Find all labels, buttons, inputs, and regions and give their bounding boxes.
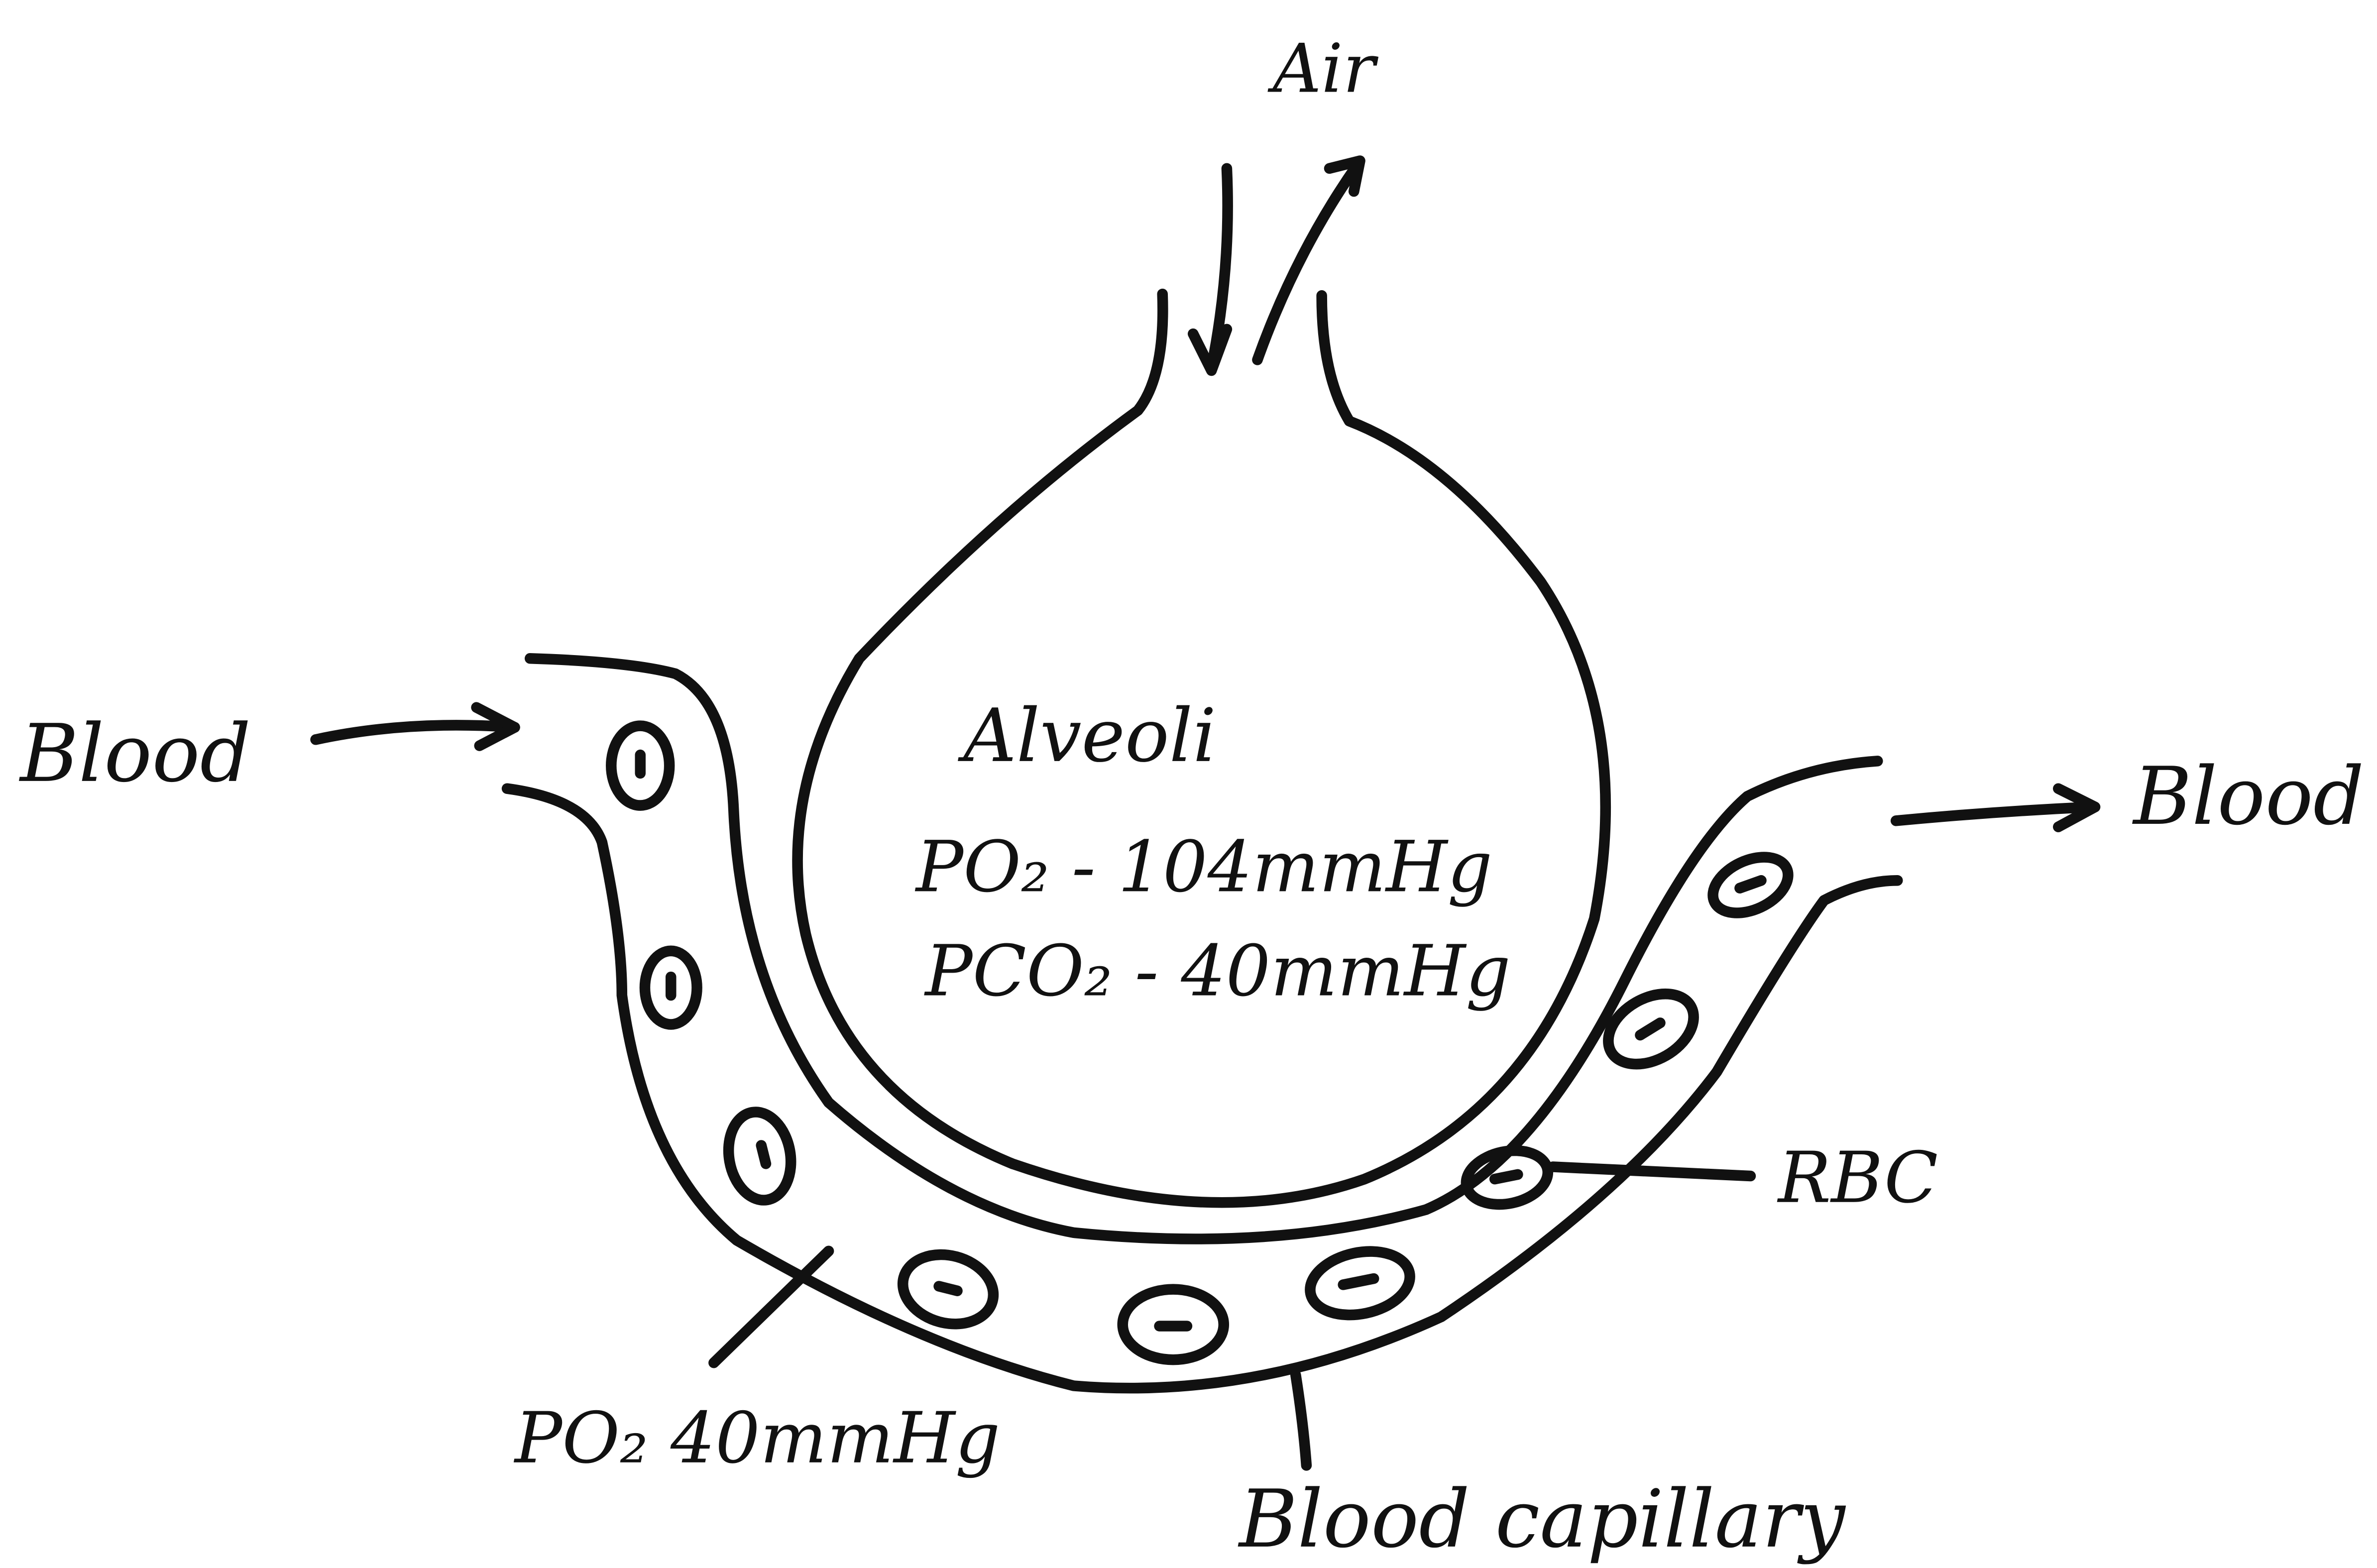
rbc-pointer-line <box>1553 1167 1751 1176</box>
po2-pointer-line <box>714 1251 829 1363</box>
alveoli-pco2-label: PCO₂ - 40mmHg <box>923 931 1510 1012</box>
rbc-nucleus <box>1343 1279 1374 1285</box>
capillary-po2-label: PO₂ 40mmHg <box>513 1398 1000 1479</box>
rbc-label: RBC <box>1777 1137 1938 1219</box>
rbc-nucleus <box>761 1145 766 1164</box>
blood-out-label: Blood <box>2132 750 2364 843</box>
rbc-nucleus <box>1495 1174 1518 1179</box>
air-flow-arrows <box>1193 161 1360 370</box>
air-label: Air <box>1267 29 1379 108</box>
rbc-nucleus <box>1640 1023 1660 1035</box>
air-out-arrow <box>1257 165 1357 360</box>
capillary-pointer-line <box>1296 1375 1307 1465</box>
rbc-nucleus <box>939 1286 957 1291</box>
blood-in-label: Blood <box>18 707 251 800</box>
alveoli-title: Alveoli <box>957 693 1216 779</box>
blood-capillary-label: Blood capillary <box>1238 1473 1846 1566</box>
rbc-nucleus <box>1740 881 1761 888</box>
alveoli-po2-label: PO₂ - 104mmHg <box>914 826 1492 908</box>
